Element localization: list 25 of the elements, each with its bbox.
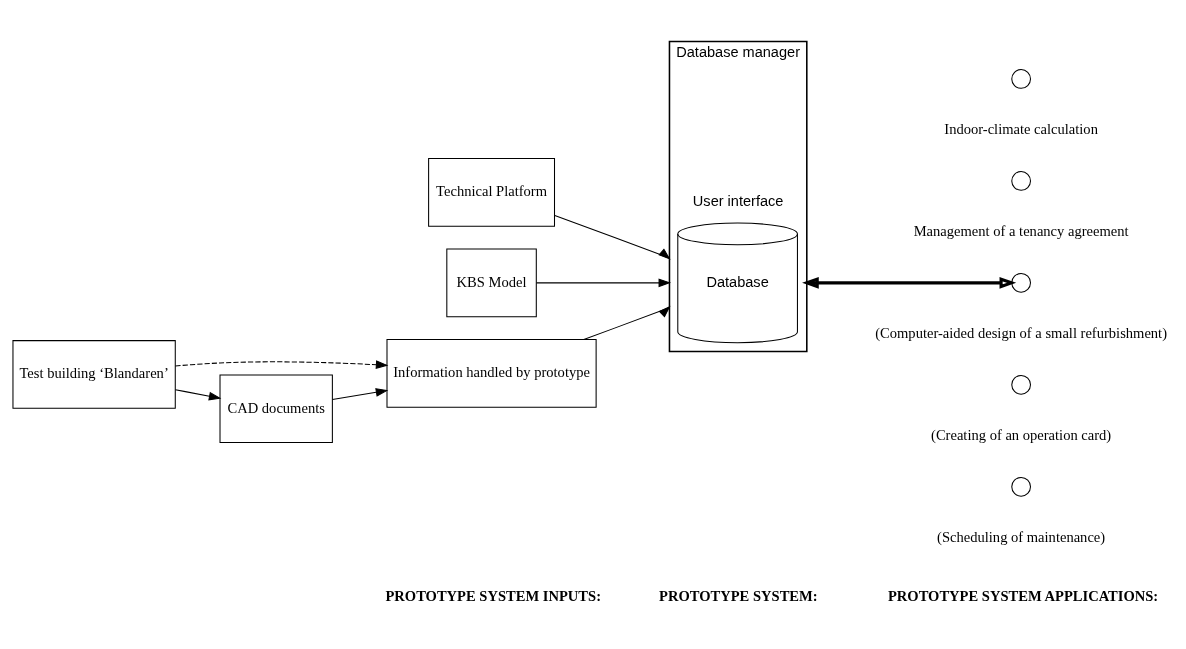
node-box: CAD documents bbox=[219, 373, 333, 443]
node-circle bbox=[1011, 374, 1031, 395]
label: PROTOTYPE SYSTEM: bbox=[659, 587, 818, 604]
node-circle bbox=[1011, 68, 1031, 89]
arrow bbox=[535, 278, 672, 287]
node-box: Technical Platform bbox=[428, 157, 555, 227]
label: PROTOTYPE SYSTEM INPUTS: bbox=[385, 587, 601, 604]
label: PROTOTYPE SYSTEM APPLICATIONS: bbox=[887, 587, 1159, 604]
arrow bbox=[331, 387, 389, 400]
arrow bbox=[554, 214, 671, 260]
node-label: (Computer-aided design of a small refurbishment) bbox=[875, 324, 1168, 341]
node-circle bbox=[1011, 272, 1031, 293]
arrow bbox=[802, 276, 1017, 289]
node-circle bbox=[1011, 476, 1031, 497]
node-label: (Creating of an operation card) bbox=[931, 426, 1112, 443]
node-box: Information handled by prototype bbox=[386, 338, 597, 408]
node-box: KBS Model bbox=[446, 248, 537, 317]
arrow bbox=[174, 388, 222, 400]
node-box: Test building ‘Blandaren’ bbox=[12, 339, 176, 409]
node-label: Management of a tenancy agreement bbox=[913, 222, 1129, 239]
arrow bbox=[583, 305, 671, 340]
node-label: (Scheduling of maintenance) bbox=[937, 528, 1106, 545]
node-label: Indoor-climate calculation bbox=[944, 120, 1098, 137]
arrow bbox=[174, 359, 389, 369]
node-circle bbox=[1011, 170, 1031, 191]
